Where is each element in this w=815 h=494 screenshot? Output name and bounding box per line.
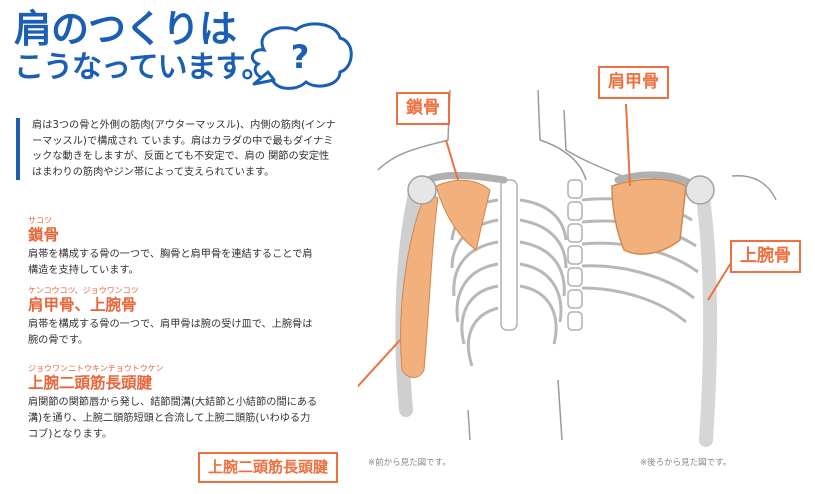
- sternum: [500, 179, 518, 331]
- humeral-head: [407, 175, 437, 205]
- body-outline: [563, 109, 777, 201]
- section-ruby: サコツ: [28, 216, 52, 225]
- title-line-2: こうなっています。: [14, 49, 272, 85]
- section-text: 肩帯を構成する骨の一つで、胸骨と肩甲骨を連結することで肩構造を支持しています。: [28, 248, 313, 276]
- section-text: 肩帯を構成する骨の一つで、肩甲骨は腕の受け皿で、上腕骨は腕の骨です。: [28, 318, 313, 346]
- question-bubble-icon: ?: [250, 22, 353, 90]
- label-scapula: 肩甲骨: [598, 66, 669, 99]
- section-text: 肩関節の関節唇から発し、結節間溝(大結節と小結節の間にある溝)を通り、上腕二頭筋…: [28, 396, 318, 440]
- section-ruby: ケンコウコツ、ジョウワンコツ: [28, 286, 139, 295]
- rib-cage: [450, 198, 568, 367]
- spine: [567, 179, 583, 331]
- scapula-leader-line: [625, 103, 631, 187]
- humeral-head: [685, 175, 715, 205]
- scapula-bone: [611, 178, 687, 255]
- intro-text: 肩は3つの骨と外側の筋肉(アウターマッスル)、内側の筋肉(インナーマッスル)で構…: [16, 118, 338, 180]
- section-biceps-tendon: ジョウワンニトウキンチョウトウケン 上腕二頭筋長頭腱 肩関節の関節唇から発し、結…: [28, 364, 318, 442]
- section-heading: 肩甲骨、上腕骨: [28, 295, 137, 314]
- humerus-leader-line: [707, 257, 735, 301]
- label-humerus: 上腕骨: [730, 240, 801, 273]
- clavicle-bone: [424, 171, 508, 184]
- section-scapula-humerus: ケンコウコツ、ジョウワンコツ 肩甲骨、上腕骨 肩帯を構成する骨の一つで、肩甲骨は…: [28, 286, 318, 349]
- biceps-muscle: [400, 191, 439, 378]
- body-outline: [377, 89, 587, 181]
- torso-outline: [467, 379, 563, 441]
- scapula-muscle: [435, 179, 491, 251]
- section-ruby: ジョウワンニトウキンチョウトウケン: [28, 364, 164, 373]
- question-mark: ?: [291, 38, 310, 76]
- label-biceps-tendon: 上腕二頭筋長頭腱: [198, 452, 339, 483]
- section-heading: 鎖骨: [28, 225, 60, 244]
- humerus-bone: [695, 183, 718, 447]
- section-clavicle: サコツ 鎖骨 肩帯を構成する骨の一つで、胸骨と肩甲骨を連結することで肩構造を支持…: [28, 216, 318, 279]
- back-view-figure: [563, 103, 777, 447]
- clavicle-leader-line: [445, 139, 459, 181]
- caption-back-view: ※後ろから見た図です。: [640, 458, 732, 468]
- label-clavicle: 鎖骨: [396, 92, 450, 125]
- biceps-leader-line: [358, 339, 401, 388]
- front-view-figure: [358, 89, 587, 441]
- section-heading: 上腕二頭筋長頭腱: [28, 373, 153, 392]
- caption-front-view: ※前から見た図です。: [368, 458, 451, 468]
- title-line-1: 肩のつくりは: [14, 7, 237, 51]
- scapular-spine: [614, 171, 692, 186]
- page-title: 肩のつくりは こうなっています。: [14, 7, 272, 85]
